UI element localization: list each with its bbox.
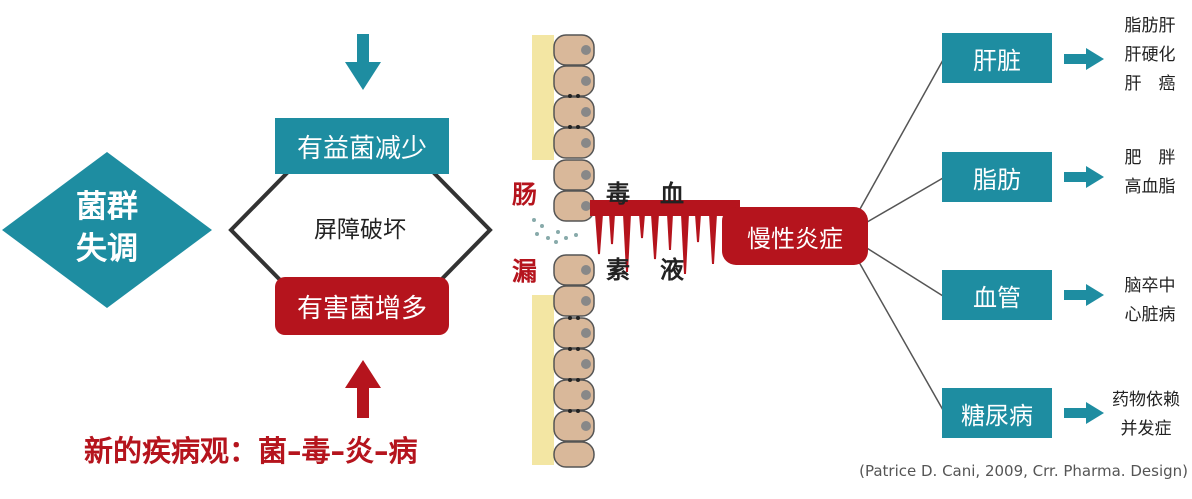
organ-liver: 肝脏	[942, 33, 1052, 83]
diamond-label-line2: 失调	[76, 231, 138, 267]
vessel-diseases: 脑卒中 心脏病	[1110, 272, 1190, 330]
beneficial-bacteria-box: 有益菌减少	[275, 118, 449, 174]
citation: (Patrice D. Cani, 2009, Crr. Pharma. Des…	[859, 462, 1188, 480]
harmful-bacteria-box: 有害菌增多	[275, 277, 449, 335]
disease-item: 药物依赖	[1112, 390, 1180, 410]
headline: 新的疾病观：菌–毒–炎–病	[84, 434, 418, 468]
disease-item: 脑卒中	[1124, 276, 1176, 296]
leaky-gut-label-bottom: 漏	[512, 257, 538, 286]
fat-diseases: 肥 胖 高血脂	[1110, 144, 1190, 202]
organ-liver-label: 肝脏	[973, 46, 1021, 75]
disease-item: 并发症	[1120, 419, 1172, 439]
harmful-bacteria-label: 有害菌增多	[296, 293, 427, 324]
beneficial-bacteria-label: 有益菌减少	[296, 133, 427, 164]
gut-wall-illustration	[532, 34, 595, 468]
toxin-label-1: 毒	[606, 180, 630, 208]
leaky-gut-label-top: 肠	[512, 180, 538, 209]
organ-diabetes: 糖尿病	[942, 388, 1052, 438]
diamond-label: 菌群 失调	[62, 186, 152, 270]
organ-diabetes-label: 糖尿病	[961, 401, 1033, 430]
disease-item: 高血脂	[1124, 177, 1176, 197]
organ-fat: 脂肪	[942, 152, 1052, 202]
inflammation-box: 慢性炎症	[722, 207, 868, 265]
arrow-right-icon	[1064, 166, 1104, 188]
down-arrow-icon	[345, 34, 381, 90]
up-arrow-icon	[345, 360, 381, 418]
diamond-shape	[2, 152, 212, 308]
blood-flow	[590, 200, 740, 275]
disease-item: 脂肪肝	[1124, 16, 1176, 36]
diabetes-diseases: 药物依赖 并发症	[1100, 386, 1192, 444]
disease-item: 肝 癌	[1124, 74, 1176, 94]
disease-item: 心脏病	[1124, 305, 1176, 325]
blood-label-2: 液	[660, 256, 684, 284]
diamond-label-line1: 菌群	[76, 189, 138, 225]
barrier-label: 屏障破坏	[314, 217, 406, 243]
toxin-label-2: 素	[606, 256, 630, 284]
arrow-right-icon	[1064, 48, 1104, 70]
organ-fat-label: 脂肪	[973, 165, 1021, 194]
arrow-right-icon	[1064, 284, 1104, 306]
disease-item: 肝硬化	[1124, 45, 1176, 65]
organ-vessel: 血管	[942, 270, 1052, 320]
disease-item: 肥 胖	[1124, 148, 1176, 168]
inflammation-label: 慢性炎症	[747, 224, 843, 253]
liver-diseases: 脂肪肝 肝硬化 肝 癌	[1110, 12, 1190, 99]
organ-vessel-label: 血管	[973, 283, 1021, 312]
arrow-right-icon	[1064, 402, 1104, 424]
blood-label-1: 血	[660, 180, 684, 208]
